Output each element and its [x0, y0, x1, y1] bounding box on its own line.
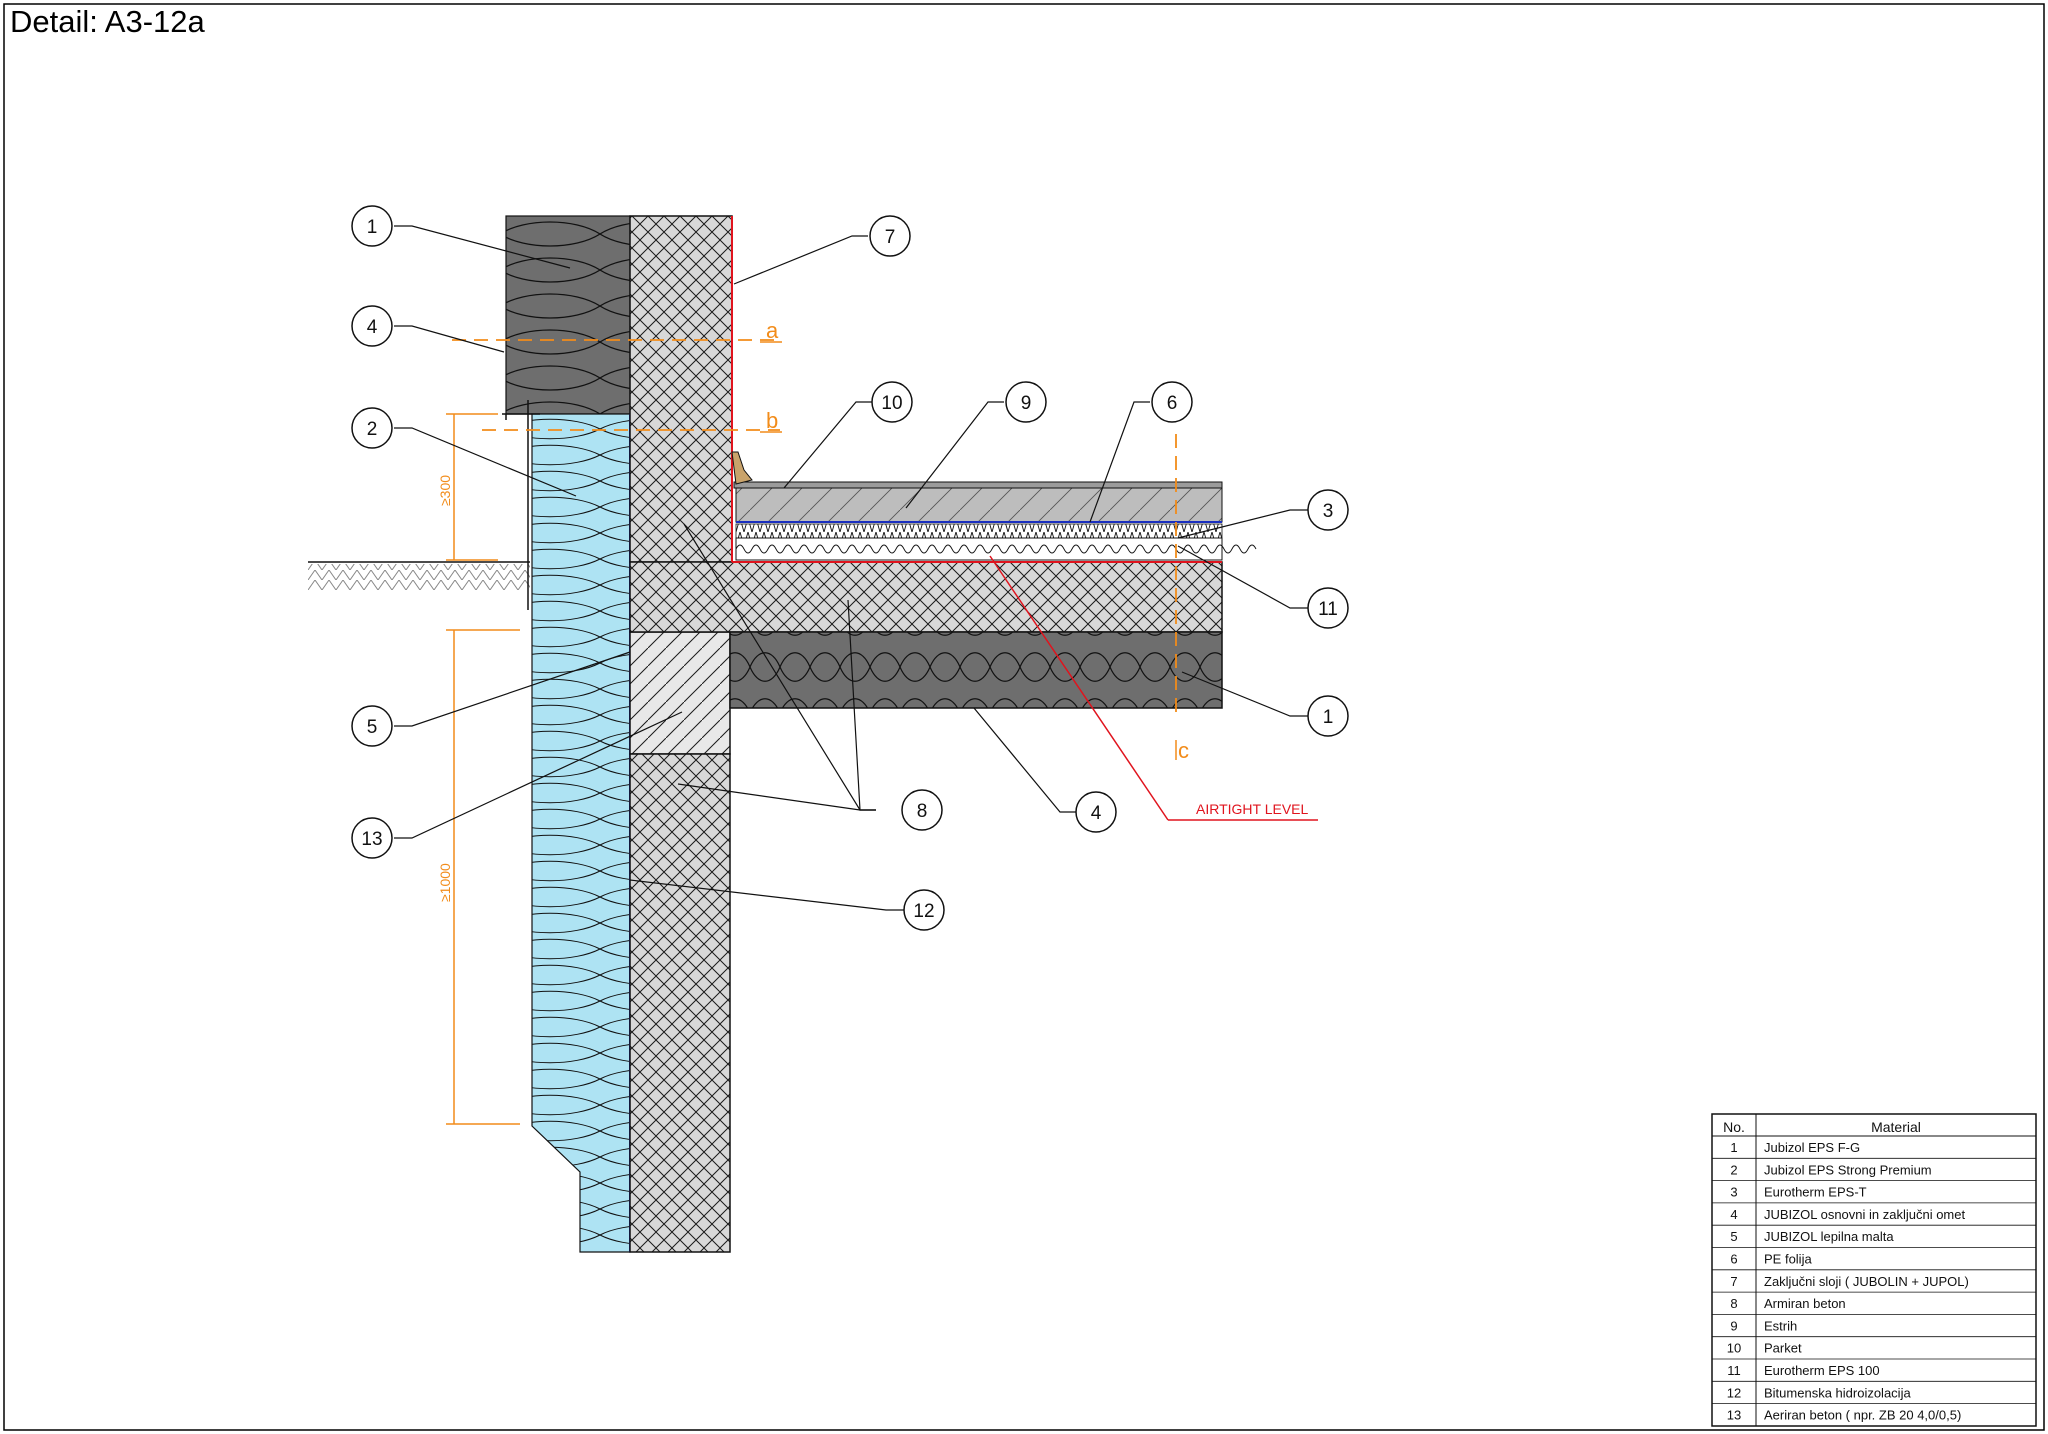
callout-5: 5 [351, 705, 393, 747]
callout-1-top: 1 [351, 205, 393, 247]
legend-row-material: JUBIZOL lepilna malta [1764, 1229, 1894, 1244]
svg-text:2: 2 [367, 419, 378, 440]
airtight-label: AIRTIGHT LEVEL [1196, 801, 1309, 817]
legend-header-no: No. [1723, 1119, 1745, 1135]
callout-1-right: 1 [1307, 695, 1349, 737]
callout-10: 10 [871, 381, 913, 423]
concrete-wall-upper [629, 215, 733, 563]
callout-7: 7 [869, 215, 911, 257]
legend-row-number: 1 [1730, 1140, 1737, 1155]
svg-text:4: 4 [367, 317, 378, 338]
concrete-wall-lower [629, 753, 731, 1253]
legend-header-material: Material [1871, 1119, 1921, 1135]
legend-row-number: 4 [1730, 1207, 1737, 1222]
legend-row-material: Parket [1764, 1341, 1802, 1356]
callout-3: 3 [1307, 489, 1349, 531]
svg-text:4: 4 [1091, 803, 1102, 824]
legend-row-material: Eurotherm EPS-T [1764, 1185, 1867, 1200]
section-line-b: b [482, 408, 782, 433]
legend-row-material: Jubizol EPS F-G [1764, 1140, 1860, 1155]
svg-text:3: 3 [1323, 501, 1334, 522]
legend-row-number: 5 [1730, 1229, 1737, 1244]
section-label-c: c [1178, 738, 1189, 763]
callout-9: 9 [1005, 381, 1047, 423]
start-profile [502, 413, 540, 420]
callout-13: 13 [351, 817, 393, 859]
svg-text:13: 13 [361, 829, 382, 850]
ground-line [308, 561, 530, 590]
perimeter-insulation-eps-strong [531, 413, 631, 1253]
detail-title: Detail: A3-12a [10, 4, 205, 39]
svg-text:10: 10 [881, 393, 902, 414]
section-label-a: a [766, 318, 779, 343]
svg-text:6: 6 [1167, 393, 1178, 414]
callout-4-top: 4 [351, 305, 393, 347]
screed-layer [735, 487, 1223, 523]
svg-text:1: 1 [1323, 707, 1334, 728]
legend-row-number: 7 [1730, 1274, 1737, 1289]
callout-11: 11 [1307, 587, 1349, 629]
legend-row-number: 8 [1730, 1296, 1737, 1311]
svg-text:8: 8 [917, 801, 928, 822]
legend-row-material: Armiran beton [1764, 1296, 1846, 1311]
sheet-border [3, 3, 2045, 1431]
upper-insulation-eps-fg [505, 215, 631, 415]
callout-4-bottom: 4 [1075, 791, 1117, 833]
callout-6: 6 [1151, 381, 1193, 423]
eps-t-layer [735, 523, 1223, 539]
section-line-c: c [1175, 434, 1189, 763]
legend-row-number: 13 [1727, 1408, 1741, 1423]
legend-row-number: 9 [1730, 1318, 1737, 1333]
legend-row-material: Estrih [1764, 1318, 1797, 1333]
eps100-pattern [735, 544, 1257, 554]
legend-row-number: 3 [1730, 1185, 1737, 1200]
airtight-leader [989, 555, 1169, 821]
eps100-layer [735, 537, 1223, 561]
dimension-lower-label: ≥1000 [437, 863, 453, 902]
dimension-upper: ≥300 [437, 413, 498, 561]
section-label-b: b [766, 408, 778, 433]
legend-row-material: Aeriran beton ( npr. ZB 20 4,0/0,5) [1764, 1408, 1961, 1423]
legend-row-number: 2 [1730, 1162, 1737, 1177]
parquet-layer [733, 481, 1223, 489]
legend-row-number: 12 [1727, 1385, 1741, 1400]
legend-row-material: Eurotherm EPS 100 [1764, 1363, 1880, 1378]
aerated-concrete-block [629, 631, 731, 755]
skirting-sealant [731, 451, 753, 485]
dimension-lower: ≥1000 [437, 629, 520, 1125]
dimension-upper-label: ≥300 [437, 475, 453, 506]
legend-row-number: 6 [1730, 1252, 1737, 1267]
svg-text:5: 5 [367, 717, 378, 738]
svg-text:1: 1 [367, 217, 378, 238]
callout-8: 8 [901, 789, 943, 831]
legend-row-material: Jubizol EPS Strong Premium [1764, 1162, 1932, 1177]
svg-text:12: 12 [913, 901, 934, 922]
material-legend-table: No. Material 1 Jubizol EPS F-G 2 Jubizol EP… [1711, 1113, 2037, 1427]
svg-text:9: 9 [1021, 393, 1032, 414]
legend-row-number: 11 [1727, 1363, 1741, 1378]
legend-row-number: 10 [1727, 1341, 1741, 1356]
svg-text:7: 7 [885, 227, 896, 248]
legend-row-material: PE folija [1764, 1252, 1812, 1267]
legend-row-material: Bitumenska hidroizolacija [1764, 1385, 1911, 1400]
underslab-insulation-eps-fg [729, 631, 1223, 709]
legend-row-material: JUBIZOL osnovni in zaključni omet [1764, 1207, 1965, 1222]
callout-2: 2 [351, 407, 393, 449]
leader-lines [394, 225, 1308, 911]
section-line-a: a [452, 318, 782, 343]
concrete-floor-slab [629, 561, 1223, 633]
svg-text:11: 11 [1318, 599, 1338, 620]
callout-12: 12 [903, 889, 945, 931]
legend-row-material: Zaključni sloji ( JUBOLIN + JUPOL) [1764, 1274, 1969, 1289]
